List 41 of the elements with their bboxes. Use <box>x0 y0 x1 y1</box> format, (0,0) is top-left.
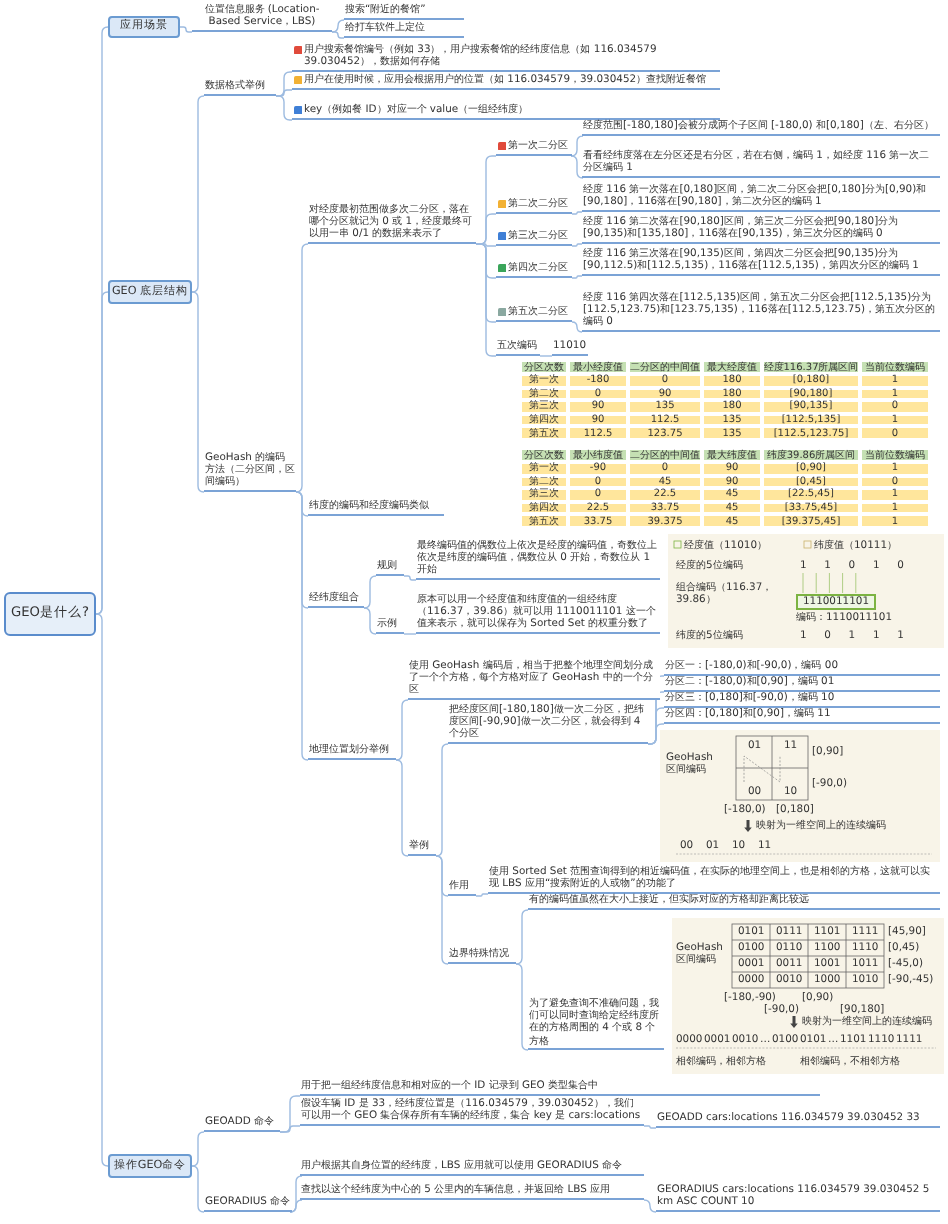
topic-item <box>496 140 572 156</box>
connector-line <box>275 95 293 121</box>
connector-line <box>571 211 583 215</box>
connector-line <box>191 95 205 293</box>
connector-line <box>475 243 497 247</box>
connector-line <box>331 31 345 39</box>
connector-line <box>395 699 409 761</box>
connector-line <box>95 613 109 1167</box>
connector-line <box>435 743 449 857</box>
connector-line <box>403 575 417 581</box>
connector-line <box>179 26 193 33</box>
connector-line <box>275 71 293 97</box>
connector-line <box>571 243 583 247</box>
connector-line <box>295 243 309 493</box>
connector-line <box>363 575 377 609</box>
connector-line <box>363 607 377 635</box>
connector-line <box>539 355 553 357</box>
connector-line <box>403 633 417 635</box>
connector-line <box>571 275 583 279</box>
connector-line <box>515 963 529 1051</box>
connector-line <box>643 1199 657 1213</box>
connector-line <box>643 1125 657 1129</box>
connector-line <box>279 1125 301 1133</box>
connector-line <box>275 89 293 97</box>
connector-line <box>331 19 345 33</box>
connector-line <box>515 909 529 965</box>
connector-line <box>191 291 205 493</box>
connector-line <box>191 1131 205 1167</box>
connector-line <box>289 1199 303 1213</box>
connector-line <box>475 243 497 357</box>
connector-line <box>95 291 109 615</box>
connector-line <box>570 135 584 157</box>
connector-line <box>395 759 409 857</box>
connector-line <box>475 893 489 897</box>
connector-line <box>191 1165 205 1213</box>
connector-line <box>570 155 584 179</box>
connector-line <box>647 723 665 745</box>
topic-item <box>292 74 720 90</box>
connector-line <box>295 491 309 761</box>
connector-line <box>435 855 449 965</box>
connector-line <box>571 321 583 333</box>
